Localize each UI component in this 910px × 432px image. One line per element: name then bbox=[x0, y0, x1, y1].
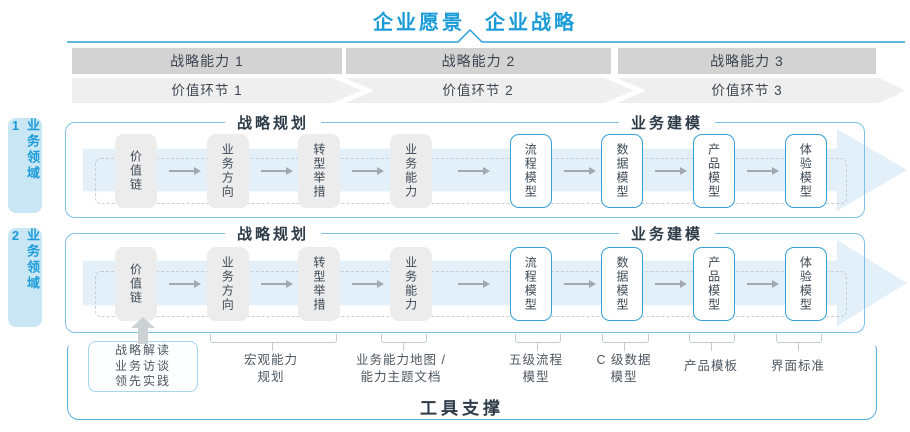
arrow-right-icon bbox=[457, 280, 490, 288]
step-box-process-model: 流程模型 bbox=[509, 247, 552, 321]
arrow-right-icon bbox=[260, 280, 293, 288]
page-title: 企业愿景 企业战略 bbox=[40, 6, 910, 35]
step-box-transformation-initiatives: 转型举措 bbox=[298, 134, 341, 208]
step-box-business-direction: 业务方向 bbox=[206, 134, 249, 208]
step-box-value-chain: 价值链 bbox=[115, 134, 157, 208]
chevron-right-icon bbox=[604, 78, 646, 103]
step-box-business-direction: 业务方向 bbox=[206, 247, 249, 321]
strategic-capability-label: 战略能力 2 bbox=[441, 53, 516, 69]
arrow-right-icon bbox=[746, 167, 779, 175]
value-link-band: 价值环节 1 价值环节 2 价值环节 3 bbox=[72, 78, 905, 103]
step-box-data-model: 数据模型 bbox=[601, 247, 644, 321]
step-box-process-model: 流程模型 bbox=[509, 134, 552, 208]
arrow-right-icon bbox=[655, 280, 688, 288]
brace-tick bbox=[403, 342, 404, 351]
step-boxes: 价值链 业务方向 转型举措 业务能力 流程模型 数据模型 产品模型 体验模型 bbox=[115, 134, 827, 208]
arrow-right-icon bbox=[563, 280, 596, 288]
arrow-right-icon bbox=[457, 167, 490, 175]
domain-2-row: 价值链 业务方向 转型举措 业务能力 流程模型 数据模型 产品模型 体验模型 战… bbox=[65, 223, 907, 333]
brace-tick bbox=[711, 342, 712, 351]
strategic-capability-2-bar: 战略能力 2 bbox=[346, 48, 611, 74]
brace-tick bbox=[798, 342, 799, 351]
step-boxes: 价值链 业务方向 转型举措 业务能力 流程模型 数据模型 产品模型 体验模型 bbox=[115, 247, 827, 321]
arrow-right-icon bbox=[260, 167, 293, 175]
modeling-section-title: 业务建模 bbox=[618, 112, 716, 133]
arrow-right-icon bbox=[563, 167, 596, 175]
step-box-experience-model: 体验模型 bbox=[784, 134, 827, 208]
arrow-up-stem bbox=[138, 327, 148, 344]
arrow-right-icon bbox=[352, 167, 385, 175]
note-c-level-data-model: C 级数据 模型 bbox=[596, 353, 652, 384]
note-product-template: 产品模板 bbox=[683, 359, 739, 373]
note-ui-standard: 界面标准 bbox=[770, 359, 826, 373]
arrow-right-icon bbox=[168, 280, 201, 288]
strategic-capability-1-bar: 战略能力 1 bbox=[72, 48, 342, 74]
brace-icon bbox=[381, 334, 427, 343]
domain-1-row: 价值链 业务方向 转型举措 业务能力 流程模型 数据模型 产品模型 体验模型 战… bbox=[65, 112, 907, 218]
strategic-capability-label: 战略能力 3 bbox=[710, 53, 784, 69]
arrow-right-icon bbox=[168, 167, 201, 175]
practice-line: 领先实践 bbox=[114, 374, 171, 389]
arrow-right-icon bbox=[746, 280, 779, 288]
value-link-label: 价值环节 3 bbox=[711, 83, 783, 98]
brace-icon bbox=[776, 334, 822, 343]
arrow-right-icon bbox=[352, 280, 385, 288]
step-box-product-model: 产品模型 bbox=[693, 134, 736, 208]
chevron-right-icon bbox=[332, 78, 374, 103]
brace-icon bbox=[602, 334, 649, 343]
step-box-data-model: 数据模型 bbox=[601, 134, 644, 208]
strategic-capability-label: 战略能力 1 bbox=[170, 53, 244, 69]
brace-tick bbox=[537, 342, 538, 351]
modeling-section-title: 业务建模 bbox=[618, 223, 716, 244]
step-box-transformation-initiatives: 转型举措 bbox=[298, 247, 341, 321]
planning-section-title: 战略规划 bbox=[224, 112, 322, 133]
brace-icon bbox=[515, 334, 561, 343]
strategy-title: 企业战略 bbox=[485, 12, 577, 34]
practice-line: 战略解读 bbox=[114, 342, 171, 357]
note-level5-process-model: 五级流程 模型 bbox=[508, 353, 564, 384]
planning-section-title: 战略规划 bbox=[224, 223, 322, 244]
step-box-business-capability: 业务能力 bbox=[390, 247, 433, 321]
divider-pointer-line bbox=[67, 28, 905, 43]
arrow-right-icon bbox=[655, 167, 688, 175]
practice-line: 业务访谈 bbox=[114, 358, 171, 373]
step-box-experience-model: 体验模型 bbox=[784, 247, 827, 321]
arrow-up-icon bbox=[131, 317, 155, 328]
brace-tick bbox=[272, 342, 273, 351]
note-macro-capability-planning: 宏观能力 规划 bbox=[243, 353, 299, 384]
domain-2-tab: 业务领域 2 bbox=[8, 228, 42, 327]
value-link-label: 价值环节 1 bbox=[171, 83, 243, 98]
note-capability-map-docs: 业务能力地图 / 能力主题文档 bbox=[356, 353, 446, 384]
tool-support-title: 工具支撑 bbox=[420, 399, 504, 418]
domain-1-tab: 业务领域 1 bbox=[8, 118, 42, 213]
step-box-value-chain: 价值链 bbox=[115, 247, 157, 321]
dashed-outline bbox=[95, 158, 847, 204]
brace-icon bbox=[689, 334, 735, 343]
step-box-business-capability: 业务能力 bbox=[390, 134, 433, 208]
value-link-label: 价值环节 2 bbox=[442, 83, 514, 98]
vision-title: 企业愿景 bbox=[373, 12, 465, 34]
brace-icon bbox=[210, 334, 337, 343]
practice-box: 战略解读 业务访谈 领先实践 bbox=[88, 341, 198, 392]
tool-support-container bbox=[67, 345, 877, 420]
step-box-product-model: 产品模型 bbox=[693, 247, 736, 321]
brace-tick bbox=[624, 342, 625, 351]
strategic-capability-3-bar: 战略能力 3 bbox=[618, 48, 876, 74]
dashed-outline bbox=[95, 271, 847, 317]
